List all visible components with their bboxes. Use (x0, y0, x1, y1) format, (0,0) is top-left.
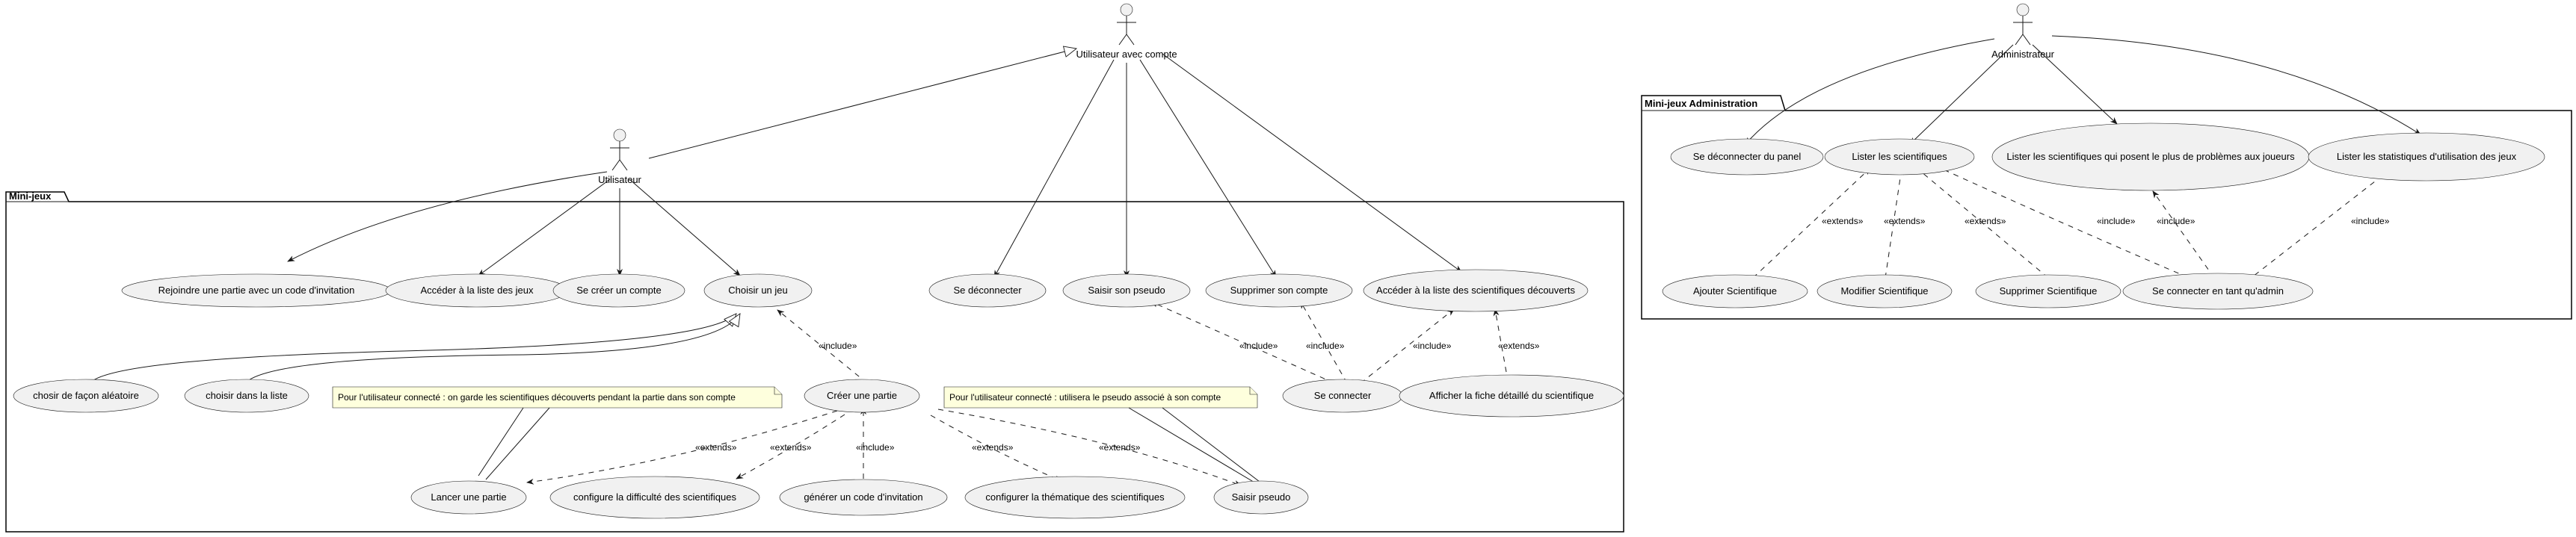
usecase-lister-problemes: Lister les scientifiques qui posent le p… (1991, 122, 2310, 191)
stereotype-include: «include» (2157, 216, 2196, 226)
svg-text:Lancer une partie: Lancer une partie (431, 491, 506, 503)
usecase-connecter-admin: Se connecter en tant qu'admin (2122, 273, 2314, 310)
usecase-lister: Lister les scientifiques (1824, 138, 1975, 176)
svg-text:Supprimer Scientifique: Supprimer Scientifique (2000, 285, 2098, 297)
svg-text:Accéder à la liste des scienti: Accéder à la liste des scientifiques déc… (1376, 285, 1575, 296)
usecase-fiche: Afficher la fiche détaillé du scientifiq… (1399, 374, 1624, 418)
usecase-supprimer-compte: Supprimer son compte (1205, 273, 1353, 308)
stereotype-extends: «extends» (1965, 216, 2006, 226)
svg-text:choisir dans la liste: choisir dans la liste (206, 390, 288, 401)
svg-text:Saisir pseudo: Saisir pseudo (1232, 491, 1291, 503)
usecase-se-connecter: Se connecter (1282, 379, 1403, 413)
svg-text:Se déconnecter: Se déconnecter (953, 285, 1022, 296)
stereotype-extends: «extends» (1822, 216, 1864, 226)
dependencies-mini-jeux (526, 301, 1507, 486)
svg-text:configure la difficulté des sc: configure la difficulté des scientifique… (573, 491, 736, 503)
svg-text:Lister les scientifiques: Lister les scientifiques (1852, 151, 1947, 162)
usecase-lister-stats: Lister les statistiques d'utilisation de… (2308, 132, 2545, 181)
stereotype-extends: «extends» (1099, 442, 1141, 453)
stereotype-include: «include» (819, 341, 857, 351)
actor-utilisateur: Utilisateur (598, 128, 642, 185)
usecase-supprimer-sci: Supprimer Scientifique (1975, 274, 2121, 308)
usecase-saisir-pseudo2: Saisir pseudo (1213, 480, 1309, 515)
usecase-rejoindre: Rejoindre une partie avec un code d'invi… (121, 273, 392, 308)
note-text: Pour l'utilisateur connecté : utilisera … (949, 392, 1221, 403)
actor-administrateur: Administrateur (1991, 3, 2055, 60)
svg-text:chosir de façon aléatoire: chosir de façon aléatoire (33, 390, 139, 401)
actor-label: Administrateur (1991, 49, 2054, 60)
svg-text:Ajouter Scientifique: Ajouter Scientifique (1693, 285, 1777, 297)
svg-text:Se connecter: Se connecter (1314, 390, 1372, 401)
associations-administrateur (1745, 35, 2421, 145)
stereotype-include: «include» (1239, 341, 1278, 351)
svg-text:générer un code d'invitation: générer un code d'invitation (804, 491, 922, 503)
package-title: Mini-jeux Administration (1645, 98, 1757, 109)
dependencies-admin (1752, 162, 2393, 282)
note-text: Pour l'utilisateur connecté : on garde l… (338, 392, 736, 403)
usecase-difficulte: configure la difficulté des scientifique… (549, 476, 760, 519)
generalization-utilisateur (648, 49, 1076, 159)
usecase-saisir-pseudo: Saisir son pseudo (1062, 273, 1191, 308)
svg-text:Se créer un compte: Se créer un compte (576, 285, 661, 296)
svg-text:Choisir un jeu: Choisir un jeu (728, 285, 788, 296)
stereotype-extends: «extends» (972, 442, 1014, 453)
generalizations-choisir-jeu (89, 314, 740, 384)
stereotype-include: «include» (856, 442, 895, 453)
svg-text:configurer la thématique des s: configurer la thématique des scientifiqu… (985, 491, 1165, 503)
usecase-thematique: configurer la thématique des scientifiqu… (964, 476, 1186, 519)
usecase-creer-partie: Créer une partie (804, 379, 920, 413)
associations-utilisateur-avec-compte (993, 53, 1462, 278)
usecase-se-deconnecter: Se déconnecter (928, 273, 1047, 308)
usecase-aleatoire: chosir de façon aléatoire (13, 379, 159, 413)
stereotype-extends: «extends» (695, 442, 737, 453)
usecase-choisir-liste: choisir dans la liste (184, 379, 309, 413)
usecase-choisir-jeu: Choisir un jeu (703, 273, 813, 308)
svg-text:Modifier Scientifique: Modifier Scientifique (1840, 285, 1928, 297)
svg-text:Se connecter en tant qu'admin: Se connecter en tant qu'admin (2152, 285, 2284, 297)
note-scientifiques: Pour l'utilisateur connecté : on garde l… (332, 386, 783, 480)
actor-label: Utilisateur avec compte (1076, 49, 1177, 60)
stereotype-include: «include» (1306, 341, 1345, 351)
usecase-creer-compte: Se créer un compte (552, 273, 685, 308)
usecase-modifier: Modifier Scientifique (1817, 274, 1953, 308)
stereotype-extends: «extends» (770, 442, 812, 453)
svg-text:Afficher la fiche détaillé du: Afficher la fiche détaillé du scientifiq… (1429, 390, 1594, 401)
associations-utilisateur (287, 171, 741, 276)
actor-utilisateur-avec-compte: Utilisateur avec compte (1076, 3, 1177, 60)
stereotype-include: «include» (2351, 216, 2390, 226)
stereotype-include: «include» (1413, 341, 1452, 351)
svg-text:Lister les statistiques d'util: Lister les statistiques d'utilisation de… (2337, 151, 2517, 162)
usecase-code-invitation: générer un code d'invitation (779, 479, 948, 516)
svg-text:Supprimer son compte: Supprimer son compte (1230, 285, 1328, 296)
package-mini-jeux: Mini-jeux (5, 190, 1624, 533)
usecase-acceder-scientifiques: Accéder à la liste des scientifiques déc… (1363, 269, 1589, 312)
package-title: Mini-jeux (9, 190, 52, 202)
usecase-acceder-jeux: Accéder à la liste des jeux (385, 273, 569, 308)
package-mini-jeux-administration: Mini-jeux Administration (1641, 95, 2572, 320)
svg-text:Saisir son pseudo: Saisir son pseudo (1088, 285, 1165, 296)
actor-label: Utilisateur (598, 174, 641, 185)
svg-text:Se déconnecter du panel: Se déconnecter du panel (1693, 151, 1802, 162)
usecase-lancer: Lancer une partie (410, 480, 527, 515)
stereotype-labels: «include» «extends» «extends» «include» … (695, 216, 2390, 453)
stereotype-extends: «extends» (1884, 216, 1926, 226)
svg-text:Créer une partie: Créer une partie (827, 390, 897, 401)
svg-text:Accéder à la liste des jeux: Accéder à la liste des jeux (420, 285, 534, 296)
stereotype-extends: «extends» (1498, 341, 1540, 351)
usecase-admin-deconnecter: Se déconnecter du panel (1670, 138, 1824, 176)
svg-text:Rejoindre une partie avec un c: Rejoindre une partie avec un code d'invi… (158, 285, 355, 296)
note-pseudo: Pour l'utilisateur connecté : utilisera … (943, 386, 1260, 486)
svg-text:Lister les scientifiques qui p: Lister les scientifiques qui posent le p… (2006, 151, 2295, 162)
stereotype-include: «include» (2097, 216, 2136, 226)
usecase-ajouter: Ajouter Scientifique (1662, 274, 1808, 308)
